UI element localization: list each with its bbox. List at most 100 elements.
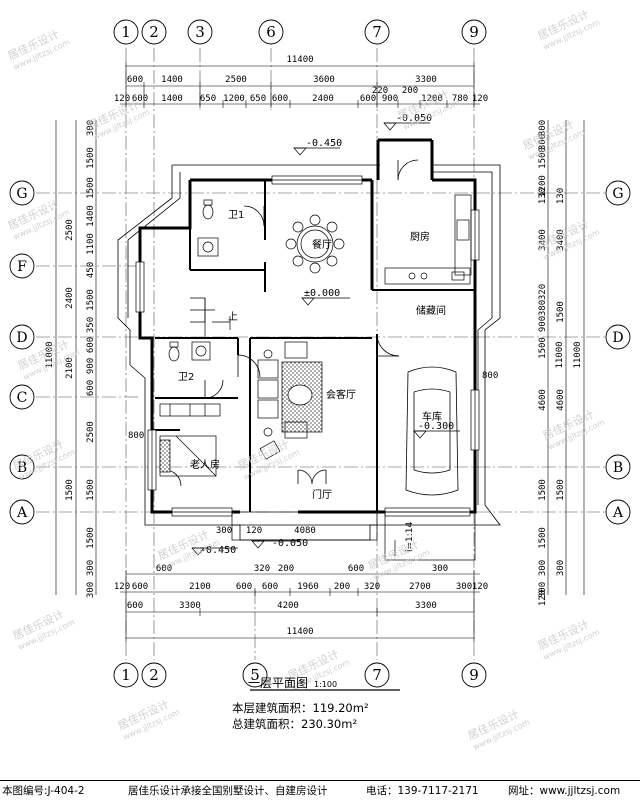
footer-bar: 本图编号:J-404-2 居佳乐设计承接全国别墅设计、自建房设计 电话：139-… xyxy=(0,780,640,801)
dim-text: 1400 xyxy=(161,94,183,104)
dim-text: 1500 xyxy=(86,527,96,549)
room-label-elder-room: 老人房 xyxy=(190,458,220,471)
dining-table xyxy=(285,214,345,274)
doors xyxy=(164,159,419,487)
phone-text: 电话：139-7117-2171 xyxy=(366,785,479,797)
dim-text: 300 xyxy=(432,564,448,574)
axis-label: B xyxy=(613,460,623,476)
axis-label: 2 xyxy=(149,666,159,684)
axis-label: 1 xyxy=(121,666,131,684)
room-label-storage: 储藏间 xyxy=(416,304,446,317)
dim-text: 120 xyxy=(114,94,130,104)
dim-text: 600 xyxy=(86,337,96,353)
dim-text: 4600 xyxy=(556,389,566,411)
axis-label: D xyxy=(16,330,27,346)
dim-text: 300 xyxy=(538,120,548,136)
dim-text: 900 xyxy=(538,316,548,332)
dim-text: 120 xyxy=(472,94,488,104)
dim-text: 320 xyxy=(364,582,380,592)
dim-text: 2400 xyxy=(312,94,334,104)
eaves-outline xyxy=(117,164,501,541)
axis-bubbles-right xyxy=(605,180,631,525)
dim-text: 1500 xyxy=(538,147,548,169)
dim-text: 300 xyxy=(556,560,566,576)
dim-text: 300 xyxy=(538,134,548,150)
dim-text: 1500 xyxy=(86,289,96,311)
axis-label: A xyxy=(16,505,28,521)
room-label-kitchen: 厨房 xyxy=(410,230,430,243)
exterior-walls xyxy=(138,138,477,514)
dim-text: 350 xyxy=(86,317,96,333)
dim-text: 120 xyxy=(472,582,488,592)
website-link[interactable]: 网址：www.jjltzsj.com xyxy=(508,785,621,797)
axis-label: D xyxy=(612,330,623,346)
axis-label: 7 xyxy=(372,666,382,684)
dim-text: 1960 xyxy=(297,582,319,592)
bathroom-fixtures xyxy=(168,199,219,362)
axis-label: G xyxy=(16,186,27,202)
dim-text: 1100 xyxy=(86,233,96,255)
elevation-label: -0.450 xyxy=(200,545,236,556)
interior-walls xyxy=(152,180,475,512)
dim-text: 300 xyxy=(538,560,548,576)
axis-bubbles-left xyxy=(9,180,35,525)
dim-text: 780 xyxy=(452,94,468,104)
axis-label: C xyxy=(17,390,28,406)
dim-text: 450 xyxy=(86,262,96,278)
dim-text: 1500 xyxy=(65,479,75,501)
room-label-living: 会客厅 xyxy=(326,388,356,401)
dim-text: 1500 xyxy=(538,527,548,549)
dim-text: 130 xyxy=(556,188,566,204)
dim-text: 1500 xyxy=(556,301,566,323)
room-label-bath2: 卫2 xyxy=(178,372,194,383)
elevation-label: -0.300 xyxy=(418,421,454,432)
drawing-number: 本图编号:J-404-2 xyxy=(2,785,85,797)
dim-text: 600 xyxy=(236,582,252,592)
dim-text: 3400 xyxy=(538,229,548,251)
dim-text: 2500 xyxy=(86,421,96,443)
dim-text: 220 xyxy=(372,86,388,96)
dim-text: 800 xyxy=(128,431,144,441)
dim-text: 600 xyxy=(86,380,96,396)
dim-text: 300 xyxy=(538,582,548,598)
dim-text: 1500 xyxy=(538,479,548,501)
dim-total-right: 11000 xyxy=(573,341,583,368)
axis-bubbles-top xyxy=(113,19,487,45)
dim-total-right-inner: 11000 xyxy=(555,341,565,368)
dim-text: 3300 xyxy=(415,75,437,85)
dim-text: 120 xyxy=(538,590,548,606)
dim-text: 120 xyxy=(114,582,130,592)
dim-text: 130 xyxy=(538,188,548,204)
dim-text: 380 xyxy=(538,300,548,316)
dim-text: 300 xyxy=(86,560,96,576)
dim-text: 3300 xyxy=(415,601,437,611)
dim-text: 1500 xyxy=(556,479,566,501)
dim-text: 600 xyxy=(262,582,278,592)
elevation-label: ±0.000 xyxy=(304,288,340,299)
dim-text: 120 xyxy=(246,526,262,536)
axis-bubbles-bottom xyxy=(113,662,487,688)
room-label-foyer: 门厅 xyxy=(312,488,332,501)
dim-text: 1200 xyxy=(538,175,548,197)
area-summary: 本层建筑面积：119.20m² 总建筑面积：230.30m² xyxy=(232,700,432,732)
dim-text: 320 xyxy=(538,284,548,300)
axis-label: B xyxy=(17,460,27,476)
axis-label: 1 xyxy=(121,23,131,41)
dim-text: 1500 xyxy=(86,479,96,501)
dim-text: 600 xyxy=(156,564,172,574)
dim-text: 2500 xyxy=(65,219,75,241)
axis-label: 3 xyxy=(195,23,205,41)
elevation-label: -0.450 xyxy=(306,138,342,149)
dim-text: 320 xyxy=(254,564,270,574)
dim-text: 600 xyxy=(132,94,148,104)
dim-text: 2400 xyxy=(65,287,75,309)
dim-text: 300 xyxy=(86,582,96,598)
dim-text: 600 xyxy=(127,601,143,611)
dim-text: 600 xyxy=(272,94,288,104)
front-steps xyxy=(231,511,476,561)
service-text: 居佳乐设计承接全国别墅设计、自建房设计 xyxy=(128,785,328,797)
dim-text: 4200 xyxy=(277,601,299,611)
drawing-title-text: 一层平面图 xyxy=(248,676,309,690)
